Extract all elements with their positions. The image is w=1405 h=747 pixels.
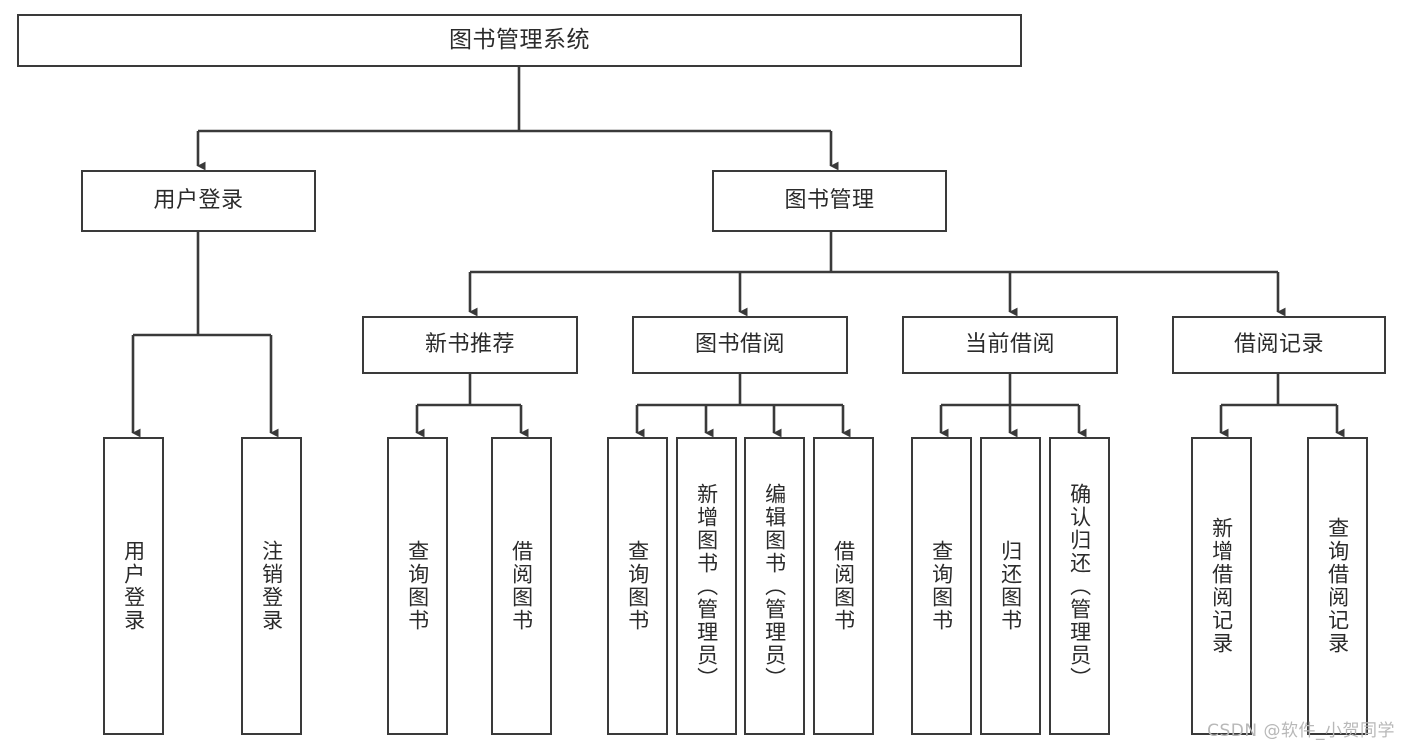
node-leaf-borrow-book-2-label: 借阅图书: [831, 540, 856, 632]
node-leaf-add-book-label: 新增图书（管理员）: [694, 482, 719, 690]
node-leaf-return-book[interactable]: 归还图书: [980, 437, 1041, 735]
node-leaf-query-book-1-label: 查询图书: [405, 540, 430, 632]
node-user-login-label: 用户登录: [153, 188, 244, 214]
watermark-text: CSDN @软件_小贺同学: [1207, 721, 1395, 741]
node-leaf-confirm-return[interactable]: 确认归还（管理员）: [1049, 437, 1110, 735]
node-new-book-recommend-label: 新书推荐: [424, 332, 515, 358]
node-leaf-query-record[interactable]: 查询借阅记录: [1307, 437, 1368, 735]
node-leaf-user-login-label: 用户登录: [121, 540, 146, 632]
node-leaf-query-book-3-label: 查询图书: [929, 540, 954, 632]
node-leaf-user-logout-label: 注销登录: [259, 540, 284, 632]
node-root-label: 图书管理系统: [449, 27, 590, 54]
node-new-book-recommend[interactable]: 新书推荐: [362, 316, 578, 374]
node-leaf-user-login[interactable]: 用户登录: [103, 437, 164, 735]
node-leaf-query-book-1[interactable]: 查询图书: [387, 437, 448, 735]
node-leaf-confirm-return-label: 确认归还（管理员）: [1067, 482, 1092, 690]
node-leaf-borrow-book-1-label: 借阅图书: [509, 540, 534, 632]
node-root[interactable]: 图书管理系统: [17, 14, 1022, 67]
node-leaf-query-book-2-label: 查询图书: [625, 540, 650, 632]
node-leaf-user-logout[interactable]: 注销登录: [241, 437, 302, 735]
node-book-manage-label: 图书管理: [784, 188, 875, 214]
node-leaf-edit-book[interactable]: 编辑图书（管理员）: [744, 437, 805, 735]
node-book-borrow[interactable]: 图书借阅: [632, 316, 848, 374]
node-leaf-borrow-book-1[interactable]: 借阅图书: [491, 437, 552, 735]
node-leaf-query-book-3[interactable]: 查询图书: [911, 437, 972, 735]
node-current-borrow[interactable]: 当前借阅: [902, 316, 1118, 374]
node-leaf-query-record-label: 查询借阅记录: [1325, 517, 1350, 655]
node-borrow-record-label: 借阅记录: [1233, 332, 1324, 358]
node-current-borrow-label: 当前借阅: [964, 332, 1055, 358]
node-leaf-add-book[interactable]: 新增图书（管理员）: [676, 437, 737, 735]
node-borrow-record[interactable]: 借阅记录: [1172, 316, 1386, 374]
node-leaf-add-record[interactable]: 新增借阅记录: [1191, 437, 1252, 735]
node-leaf-edit-book-label: 编辑图书（管理员）: [762, 482, 787, 690]
node-leaf-add-record-label: 新增借阅记录: [1209, 517, 1234, 655]
node-leaf-return-book-label: 归还图书: [998, 540, 1023, 632]
node-user-login[interactable]: 用户登录: [81, 170, 316, 232]
node-book-borrow-label: 图书借阅: [694, 332, 785, 358]
node-book-manage[interactable]: 图书管理: [712, 170, 947, 232]
node-leaf-query-book-2[interactable]: 查询图书: [607, 437, 668, 735]
node-leaf-borrow-book-2[interactable]: 借阅图书: [813, 437, 874, 735]
